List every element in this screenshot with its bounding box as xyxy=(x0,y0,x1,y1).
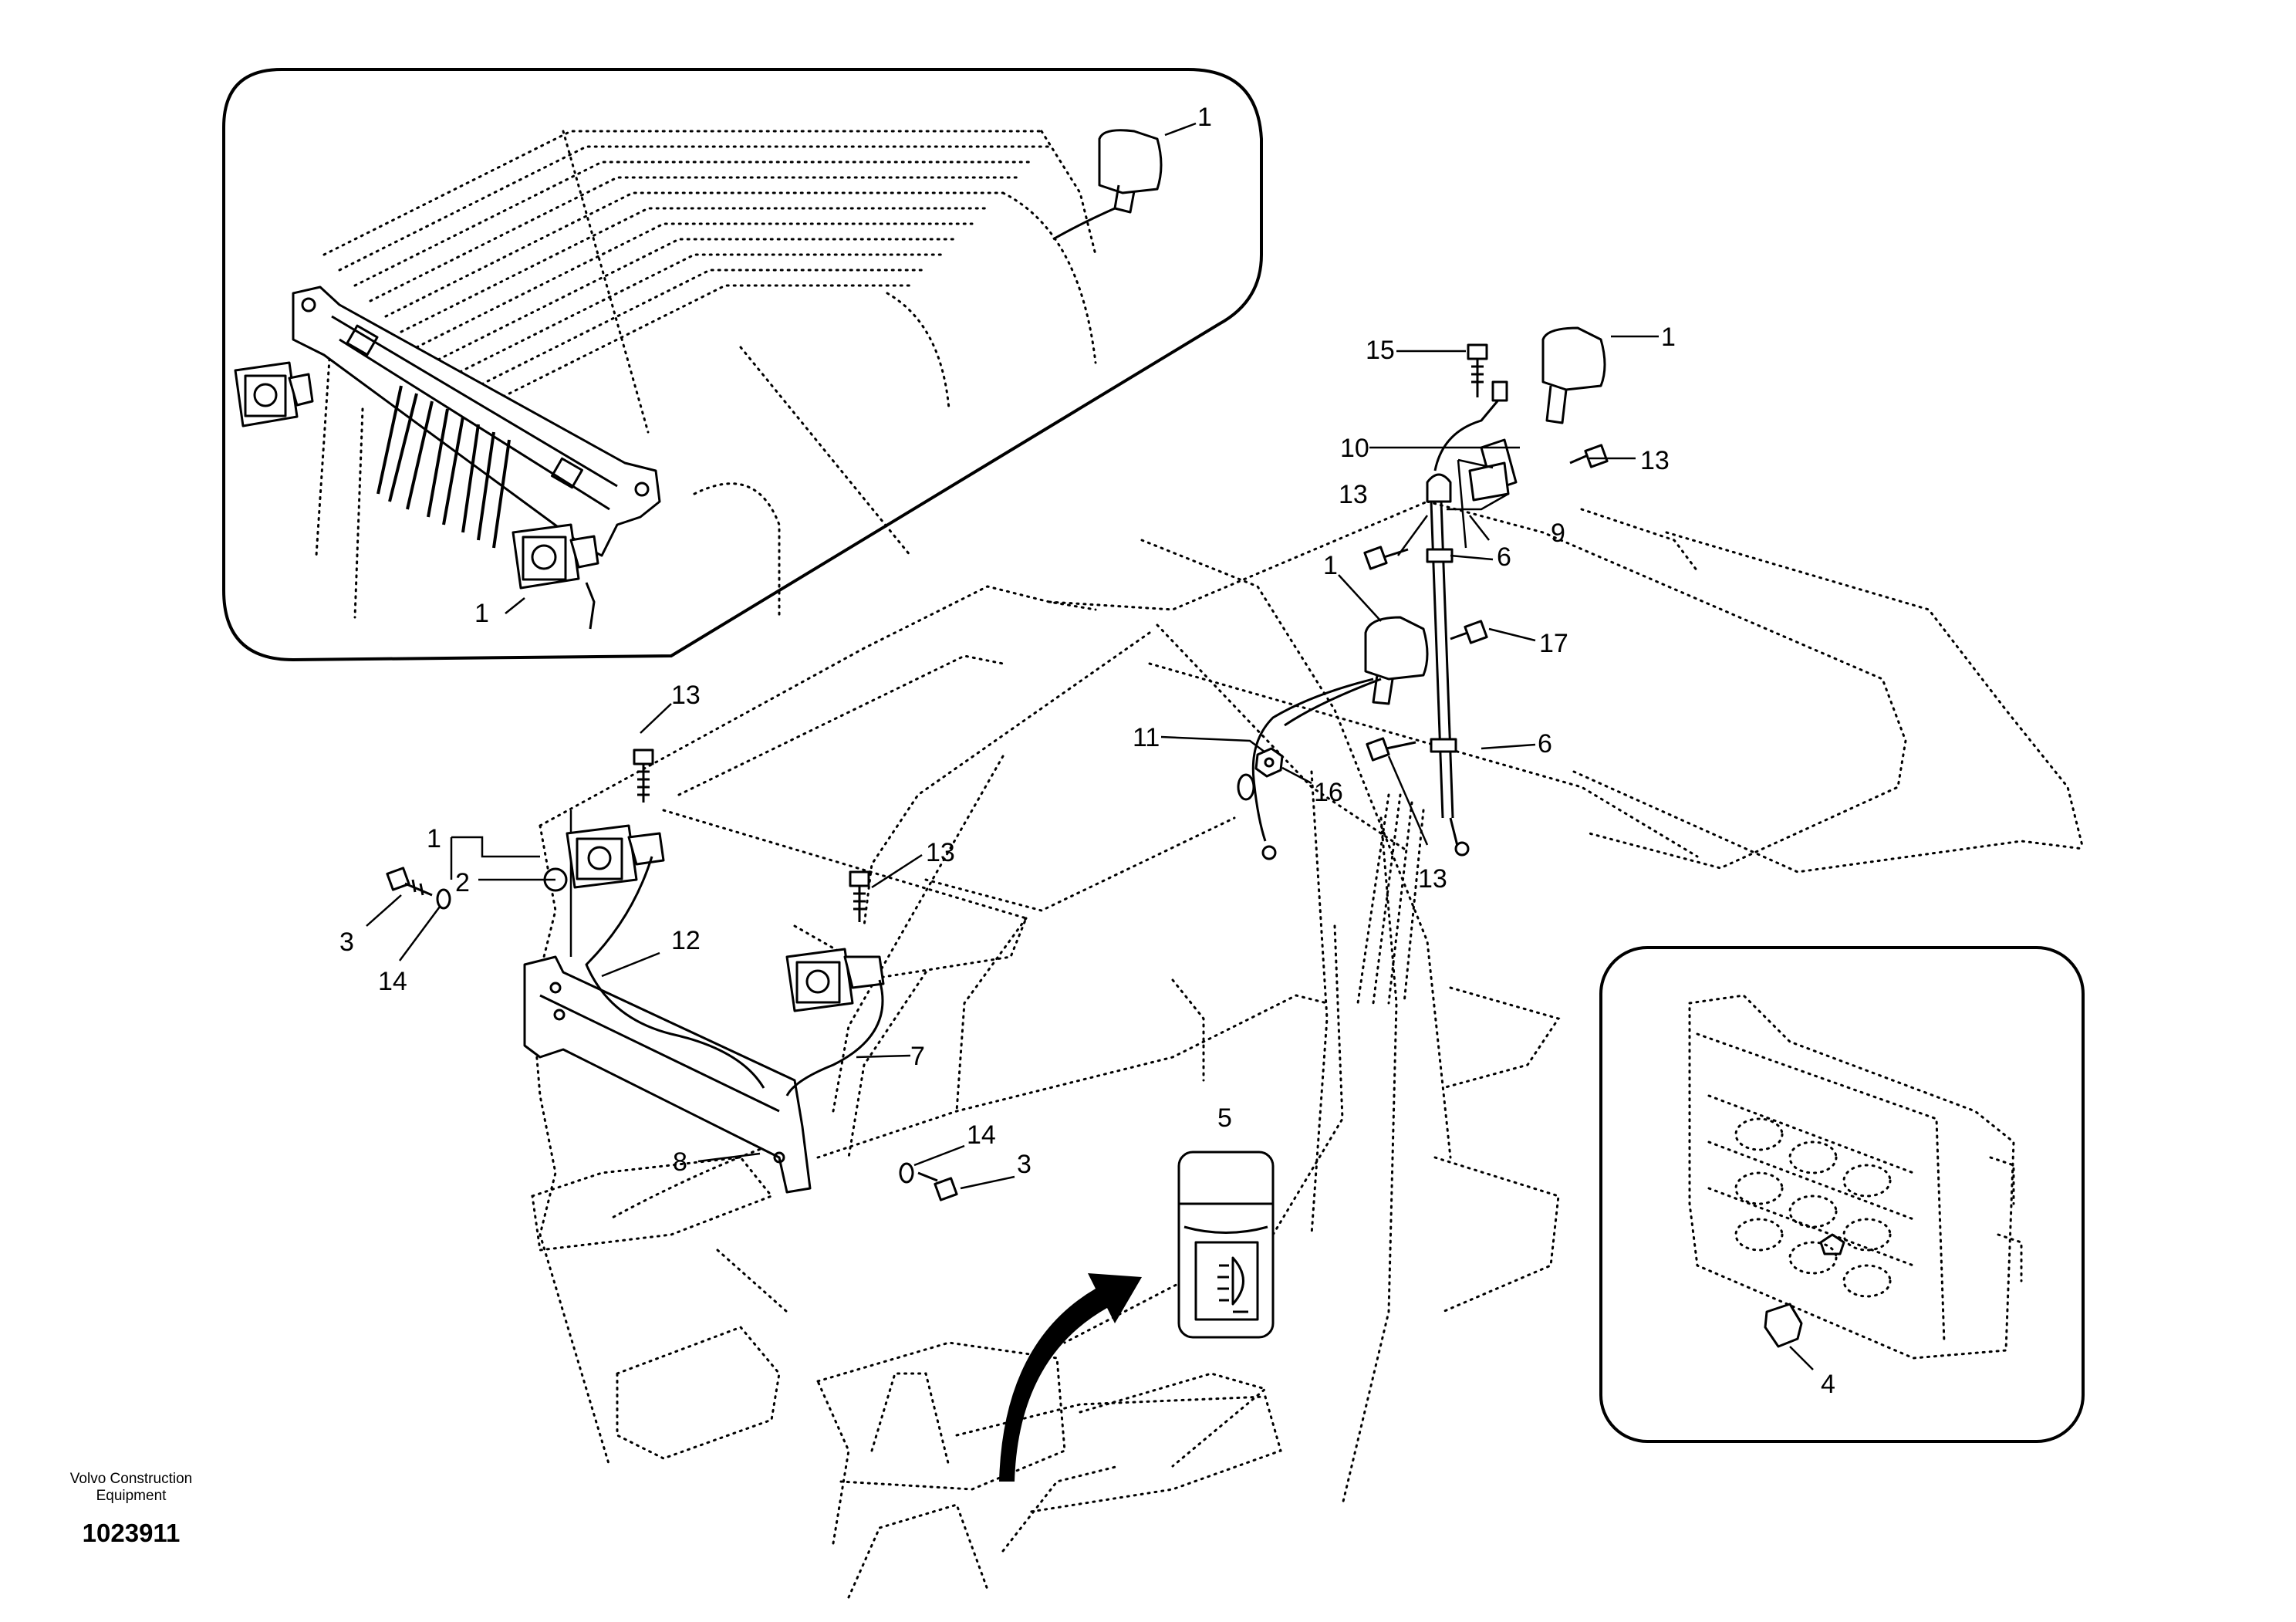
washer-14-right xyxy=(899,1162,914,1184)
callout-9: 9 xyxy=(1551,519,1565,548)
bolt-13-mid xyxy=(849,870,870,922)
callout-13-bar-top: 13 xyxy=(671,681,701,710)
bolt-13-top xyxy=(633,748,654,803)
callout-17: 17 xyxy=(1539,629,1568,658)
switch-5 xyxy=(1177,1151,1275,1339)
callout-13-rear-left: 13 xyxy=(1339,480,1368,509)
callout-14-left: 14 xyxy=(378,967,407,996)
work-lamp-center xyxy=(785,948,885,1012)
callout-15: 15 xyxy=(1366,336,1395,365)
brand-line-2: Equipment xyxy=(96,1488,167,1504)
callout-2: 2 xyxy=(455,868,470,897)
bolt-13-rear-top xyxy=(1569,444,1609,468)
callout-1-light-bar: 1 xyxy=(427,824,441,853)
relay-4 xyxy=(1764,1303,1803,1348)
callout-13-bar-mid: 13 xyxy=(926,838,955,867)
callout-8: 8 xyxy=(673,1147,687,1177)
callout-14-right: 14 xyxy=(967,1120,996,1150)
bolt-3-right xyxy=(917,1171,958,1201)
work-lamp-inset-bottom xyxy=(512,523,599,630)
bolt-3-left xyxy=(386,867,433,897)
detail-inset-top xyxy=(222,68,1263,662)
leader-lines xyxy=(366,335,1659,1190)
bolt-15 xyxy=(1467,343,1488,397)
work-lamp-rear-top xyxy=(1541,326,1606,424)
work-lamp-inset-right xyxy=(1052,129,1163,241)
callout-11: 11 xyxy=(1133,723,1160,752)
work-lamp-rear-mid xyxy=(1364,616,1429,705)
bolt-13-rear-mid xyxy=(1363,546,1409,570)
operator-controls xyxy=(531,1156,1268,1599)
arrow-curved xyxy=(999,1273,1142,1482)
rear-lamp-assembly xyxy=(1237,326,1609,860)
drawing-footer: Volvo Construction Equipment 1023911 xyxy=(31,1471,231,1548)
work-lamp-left xyxy=(543,824,665,892)
cab-outline xyxy=(531,500,2085,1545)
callout-3-left: 3 xyxy=(339,928,354,957)
callout-1-rear-top: 1 xyxy=(1661,323,1676,352)
bolt-13-rear-low xyxy=(1366,737,1416,762)
callout-16: 16 xyxy=(1314,778,1343,807)
callout-13-rear-right: 13 xyxy=(1640,446,1670,475)
callout-5: 5 xyxy=(1217,1103,1232,1133)
work-lamp-inset-left xyxy=(234,361,314,427)
callout-3-right: 3 xyxy=(1017,1150,1032,1179)
drawing-number: 1023911 xyxy=(82,1519,181,1547)
bolt-17 xyxy=(1450,620,1488,644)
callout-1-rear-mid: 1 xyxy=(1323,551,1338,580)
callout-labels: 1 1 1 1 1 2 3 3 4 5 6 6 7 8 9 10 11 12 1… xyxy=(339,103,1835,1399)
callout-1-inset-right: 1 xyxy=(1197,103,1212,132)
brand-line-1: Volvo Construction xyxy=(69,1471,193,1487)
nut-16 xyxy=(1254,747,1284,778)
callout-1-inset-left: 1 xyxy=(474,599,489,628)
callout-4: 4 xyxy=(1821,1370,1835,1399)
callout-10: 10 xyxy=(1340,434,1369,463)
cab-pillar-stripes xyxy=(1356,793,1425,1005)
callout-13-rear-low: 13 xyxy=(1418,864,1447,894)
detail-inset-relay xyxy=(1599,946,2085,1443)
washer-14-left xyxy=(436,888,451,910)
callout-6-lower: 6 xyxy=(1538,729,1552,759)
callout-6-upper: 6 xyxy=(1497,542,1511,572)
callout-7: 7 xyxy=(910,1042,925,1071)
callout-12: 12 xyxy=(671,926,701,955)
light-bar-assembly xyxy=(386,748,958,1201)
